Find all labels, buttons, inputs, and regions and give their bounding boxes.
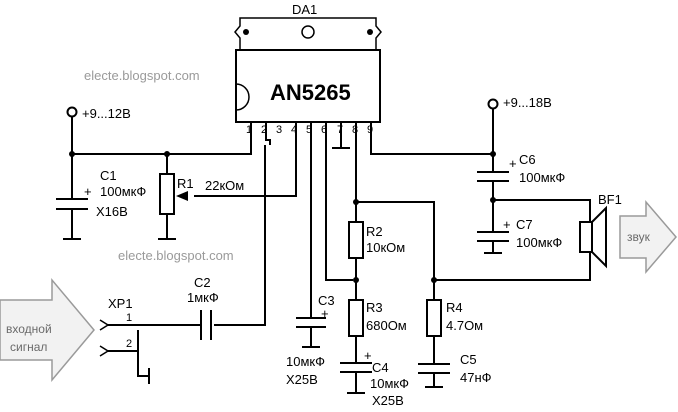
c4-polarity: +	[364, 348, 372, 363]
resistor-r4	[426, 299, 442, 337]
c4-ref-label: C4	[372, 360, 389, 375]
pin-1-label: 1	[246, 124, 252, 136]
r4-ref-label: R4	[446, 300, 463, 315]
watermark-top: electe.blogspot.com	[84, 68, 200, 83]
c2-ref-label: C2	[194, 275, 211, 290]
input-signal-arrow	[0, 277, 95, 383]
c1-value-label: 100мкФ	[100, 184, 146, 199]
pin-5-label: 5	[306, 124, 312, 136]
ic-ref-label: DA1	[292, 2, 317, 17]
watermark-middle: electe.blogspot.com	[118, 248, 234, 263]
xp1-ref-label: XP1	[108, 296, 133, 311]
r1-ref-label: R1	[177, 176, 194, 191]
wires	[69, 122, 591, 364]
input-arrow-label-2: сигнал	[10, 340, 47, 354]
xp1-pin1-label: 1	[126, 312, 132, 324]
c3-value-label: 10мкФ	[286, 354, 325, 369]
resistor-r2	[348, 221, 364, 259]
power-label-left: +9...12В	[82, 106, 131, 121]
c7-polarity: +	[503, 217, 511, 232]
resistor-r3	[348, 299, 364, 337]
pin-3-label: 3	[276, 124, 282, 136]
c6-ref-label: C6	[519, 152, 536, 167]
pin-2-label: 2	[261, 124, 267, 136]
capacitor-c5	[418, 363, 450, 388]
power-label-right: +9...18В	[503, 95, 552, 110]
output-arrow-label: звук	[627, 230, 651, 244]
r4-value-label: 4.7Ом	[446, 318, 483, 333]
c6-polarity: +	[509, 156, 517, 171]
bf1-ref-label: BF1	[598, 192, 622, 207]
capacitor-c2	[200, 310, 212, 340]
capacitor-c7	[477, 231, 509, 254]
capacitor-c6	[477, 154, 509, 232]
ic-heatsink-tab	[234, 17, 382, 51]
c7-ref-label: C7	[516, 217, 533, 232]
speaker-bf1	[579, 205, 607, 269]
r1-value-label: 22кОм	[205, 178, 244, 193]
c3-polarity: +	[321, 306, 329, 321]
c5-value-label: 47нФ	[460, 370, 492, 385]
c4-value-label: 10мкФ	[370, 376, 409, 391]
ic-notch	[235, 83, 250, 111]
r2-ref-label: R2	[366, 224, 383, 239]
output-sound-arrow	[619, 199, 677, 275]
c1-ref-label: C1	[100, 168, 117, 183]
r3-value-label: 680Ом	[366, 318, 407, 333]
ic-part-label: AN5265	[270, 80, 351, 105]
c3-voltage-label: X25В	[286, 372, 318, 387]
input-arrow-label-1: входной	[6, 322, 52, 336]
r3-ref-label: R3	[366, 300, 383, 315]
c1-polarity: +	[84, 184, 92, 199]
c2-value-label: 1мкФ	[187, 290, 219, 305]
capacitor-c3	[296, 317, 326, 348]
c3-ref-label: C3	[318, 293, 335, 308]
c7-value-label: 100мкФ	[516, 235, 562, 250]
ic-body	[235, 49, 381, 123]
r2-value-label: 10кОм	[366, 240, 405, 255]
c5-ref-label: C5	[460, 352, 477, 367]
connector-xp1	[99, 319, 201, 384]
c1-voltage-label: X16В	[96, 204, 128, 219]
potentiometer-r1	[158, 173, 188, 240]
capacitor-c1	[56, 154, 88, 240]
xp1-pin2-label: 2	[126, 338, 132, 350]
c6-value-label: 100мкФ	[519, 170, 565, 185]
capacitor-c4	[340, 362, 372, 394]
pin-4-label: 4	[291, 124, 297, 136]
pin-6-label: 6	[321, 124, 327, 136]
c4-voltage-label: X25В	[372, 393, 404, 408]
